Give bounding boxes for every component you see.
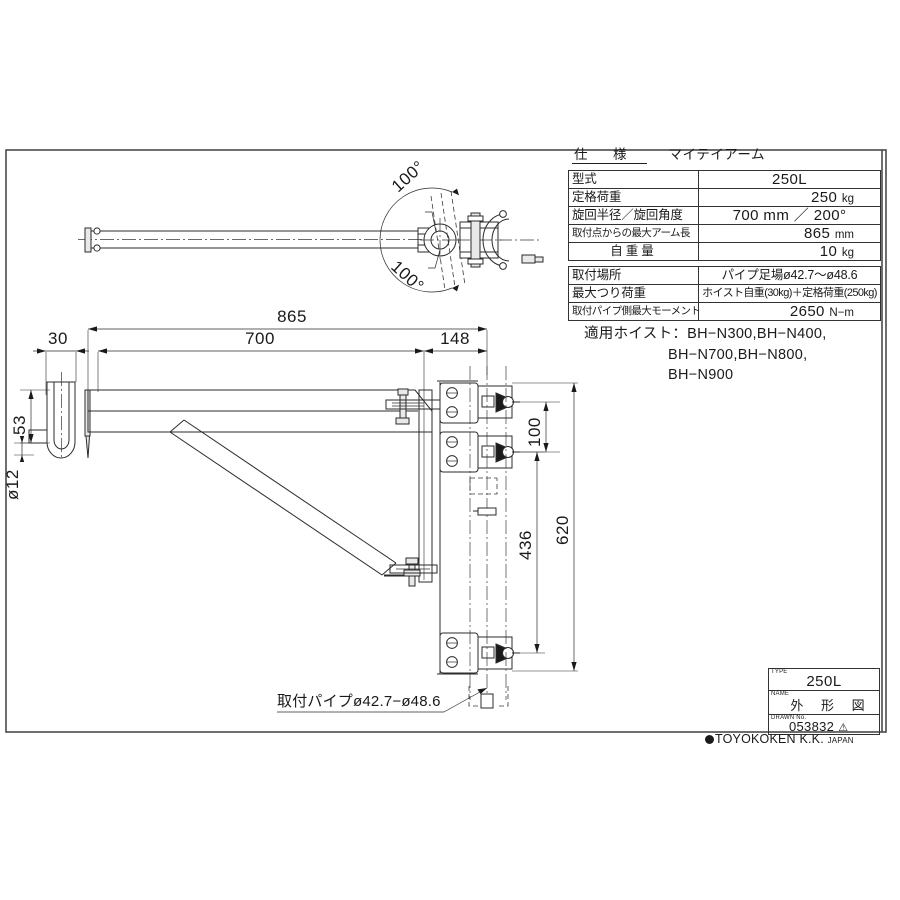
company-suffix: K.K. — [799, 732, 824, 746]
spec-value-radius-angle: 700 mm ／ 200° — [698, 206, 881, 225]
title-block-name-label: NAME — [771, 691, 790, 697]
hoist-label: 適用ホイスト： — [584, 326, 688, 342]
spec-value-rated-load: 250 kg — [698, 188, 881, 207]
spec-value-mount-location: パイプ足場ø42.7〜ø48.6 — [698, 266, 881, 285]
hoist-line-1: BH−N300,BH−N400, — [687, 326, 827, 342]
title-block-drawnno-cell: DRAWN No. 053832⚠ — [768, 714, 880, 735]
title-block-type-value: 250L — [806, 673, 842, 690]
dimension-d12 — [14, 436, 34, 462]
dimension-label-53: 53 — [10, 415, 29, 435]
dimension-700 — [97, 348, 425, 580]
spec-key-mount-location: 取付場所 — [568, 266, 699, 285]
title-block-drawnno-value: 053832⚠ — [789, 719, 849, 734]
dimension-label-700: 700 — [245, 329, 275, 348]
specification-table: 仕 様 マイテイアーム 型式 250L 定格荷重 250 kg — [568, 147, 881, 386]
title-block-name-value: 外 形 図 — [790, 698, 872, 713]
company-name: TOYOKOKEN — [715, 732, 796, 746]
hoist-line-2: BH−N700,BH−N800, — [668, 346, 808, 363]
upper-mounting-brackets — [385, 382, 520, 473]
dimension-label-865: 865 — [277, 307, 307, 326]
table-row: 取付場所 パイプ足場ø42.7〜ø48.6 — [568, 266, 881, 285]
table-row: DRAWN No. 053832⚠ — [768, 714, 880, 735]
spec-key-max-suspended-load: 最大つり荷重 — [568, 284, 699, 303]
spec-value-max-suspended-load: ホイスト自重(30kg)＋定格荷重(250kg) — [698, 284, 881, 303]
company-logo: TOYOKOKEN K.K. JAPAN — [705, 732, 854, 746]
product-name: マイテイアーム — [668, 147, 766, 162]
pipe-note-leader — [277, 687, 488, 713]
table-row: 型式 250L — [568, 170, 881, 189]
spec-value-model: 250L — [698, 170, 881, 189]
dimension-label-148: 148 — [440, 329, 470, 348]
angle-label-upper: 100° — [388, 157, 428, 196]
spec-value-max-arm-length: 865 mm — [698, 224, 881, 243]
spec-value-max-moment: 2650 N−m — [698, 302, 881, 321]
clevis-detail — [28, 372, 76, 459]
angle-label-lower: 100° — [387, 257, 427, 296]
table-row: 自重量 10 kg — [568, 242, 881, 261]
dimension-30 — [33, 348, 89, 395]
company-country: JAPAN — [827, 736, 854, 745]
middle-pin — [389, 557, 438, 587]
title-block-name-cell: NAME 外 形 図 — [768, 690, 880, 715]
hoist-line-3: BH−N900 — [668, 367, 734, 384]
dimension-436 — [512, 451, 545, 654]
table-row: 旋回半径／旋回角度 700 mm ／ 200° — [568, 206, 881, 225]
spec-key-max-arm-length: 取付点からの最大アーム長 — [568, 224, 699, 243]
title-block-drawnno-label: DRAWN No. — [771, 715, 807, 721]
spec-table-secondary: 取付場所 パイプ足場ø42.7〜ø48.6 最大つり荷重 ホイスト自重(30kg… — [568, 266, 881, 321]
lower-mounting-bracket — [437, 380, 520, 675]
table-row: 定格荷重 250 kg — [568, 188, 881, 207]
dimension-865 — [87, 326, 488, 390]
dimension-label-436: 436 — [516, 530, 535, 560]
spec-key-rated-load: 定格荷重 — [568, 188, 699, 207]
title-block-type-label: TYPE — [771, 669, 788, 675]
spec-key-max-moment: 取付パイプ側最大モーメント — [568, 302, 699, 321]
scaffold-pipe — [468, 366, 509, 709]
sheet-border — [5, 149, 887, 733]
table-row: TYPE 250L — [768, 668, 880, 691]
spec-value-self-weight: 10 kg — [698, 242, 881, 261]
table-row: 取付パイプ側最大モーメント 2650 N−m — [568, 302, 881, 321]
applicable-hoist-note: 適用ホイスト：BH−N300,BH−N400, BH−N700,BH−N800,… — [568, 324, 881, 386]
spec-key-self-weight: 自重量 — [568, 242, 699, 261]
top-view — [78, 187, 544, 293]
spec-heading-row: 仕 様 マイテイアーム — [568, 147, 881, 170]
warning-triangle-icon: ⚠ — [838, 722, 849, 734]
arm-side-profile — [84, 389, 433, 583]
dimension-620 — [512, 382, 578, 672]
table-row: 取付点からの最大アーム長 865 mm — [568, 224, 881, 243]
mounting-pipe-note: 取付パイプø42.7−ø48.6 — [277, 693, 441, 710]
spec-heading: 仕 様 — [572, 147, 647, 165]
dimension-148 — [424, 348, 487, 354]
table-row: NAME 外 形 図 — [768, 690, 880, 715]
dimension-label-d12: ø12 — [3, 469, 22, 500]
logo-mark-icon — [705, 735, 714, 744]
dimension-label-620: 620 — [553, 515, 572, 545]
spec-table-main: 型式 250L 定格荷重 250 kg 旋回半径／旋回角度 700 mm ／ 2… — [568, 170, 881, 261]
spec-key-radius-angle: 旋回半径／旋回角度 — [568, 206, 699, 225]
title-block: TYPE 250L NAME 外 形 図 DRAWN No. 053832⚠ — [768, 668, 880, 735]
dimension-label-30: 30 — [48, 329, 68, 348]
title-block-table: TYPE 250L NAME 外 形 図 DRAWN No. 053832⚠ — [768, 668, 880, 735]
spec-key-model: 型式 — [568, 170, 699, 189]
title-block-type-cell: TYPE 250L — [768, 668, 880, 691]
table-row: 最大つり荷重 ホイスト自重(30kg)＋定格荷重(250kg) — [568, 284, 881, 303]
dimension-label-100: 100 — [525, 417, 544, 447]
